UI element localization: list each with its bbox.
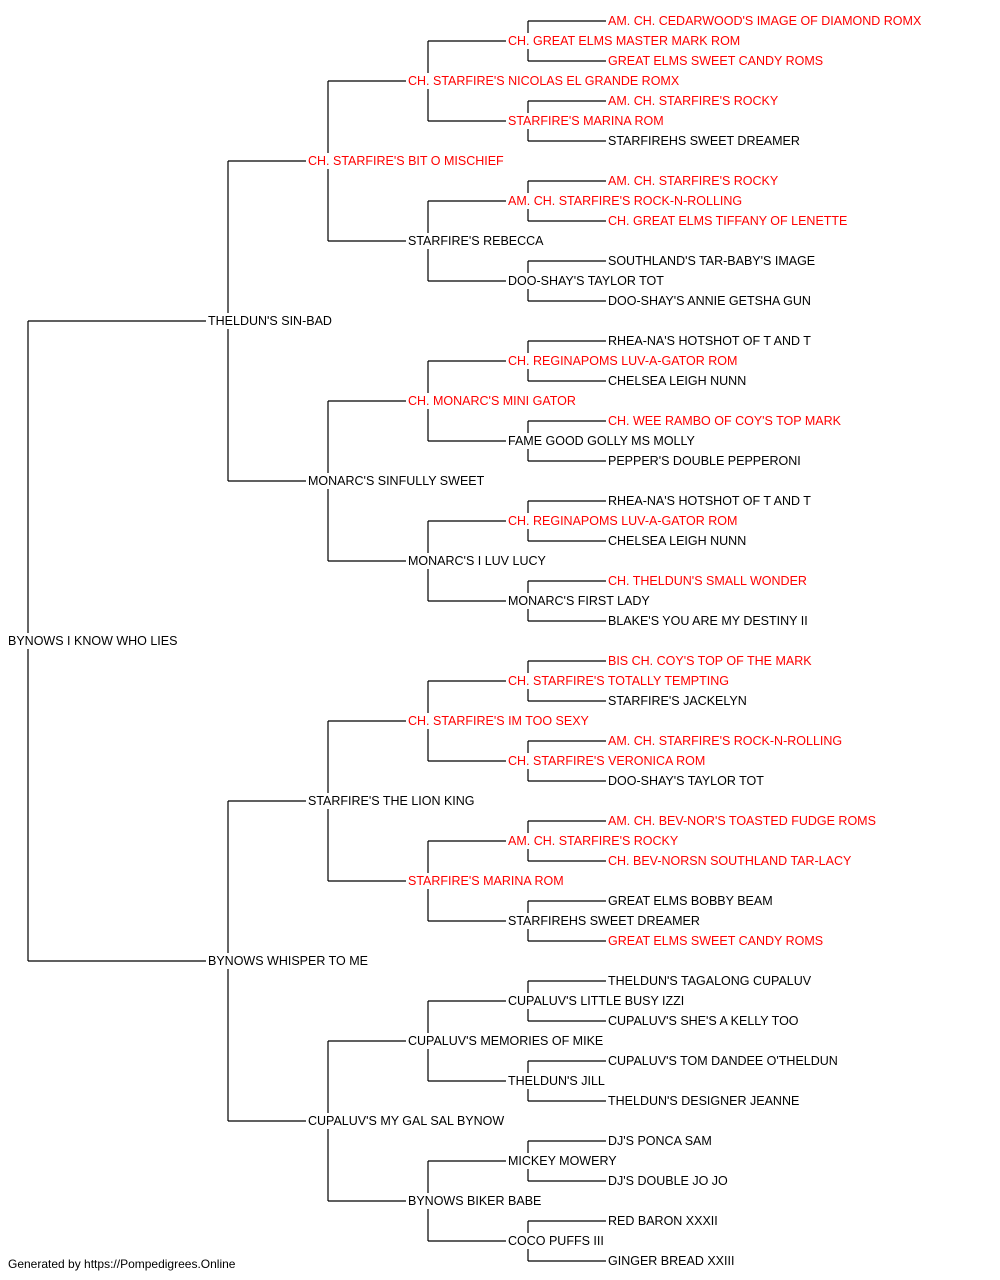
pedigree-entry-gen4: FAME GOOD GOLLY MS MOLLY [508,433,697,449]
pedigree-entry-gen5: THELDUN'S TAGALONG CUPALUV [608,973,814,989]
pedigree-entry-gen5: STARFIRE'S JACKELYN [608,693,749,709]
pedigree-entry-gen4: CH. STARFIRE'S VERONICA ROM [508,753,708,769]
pedigree-entry-gen3: CUPALUV'S MEMORIES OF MIKE [408,1033,606,1049]
pedigree-entry-gen5: AM. CH. STARFIRE'S ROCKY [608,93,781,109]
pedigree-entry-gen5: AM. CH. CEDARWOOD'S IMAGE OF DIAMOND ROM… [608,13,924,29]
pedigree-entry-gen2: CUPALUV'S MY GAL SAL BYNOW [308,1113,507,1129]
pedigree-entry-gen3: STARFIRE'S MARINA ROM [408,873,566,889]
pedigree-entry-gen5: RED BARON XXXII [608,1213,720,1229]
pedigree-entry-gen4: AM. CH. STARFIRE'S ROCKY [508,833,681,849]
pedigree-entry-gen4: CH. REGINAPOMS LUV-A-GATOR ROM [508,513,740,529]
pedigree-entry-gen5: DOO-SHAY'S ANNIE GETSHA GUN [608,293,813,309]
pedigree-entry-gen5: CH. WEE RAMBO OF COY'S TOP MARK [608,413,843,429]
pedigree-entry-gen5: CHELSEA LEIGH NUNN [608,533,749,549]
pedigree-entry-gen4: CUPALUV'S LITTLE BUSY IZZI [508,993,687,1009]
pedigree-entry-gen5: RHEA-NA'S HOTSHOT OF T AND T [608,493,813,509]
pedigree-entry-gen5: CUPALUV'S SHE'S A KELLY TOO [608,1013,801,1029]
pedigree-entry-gen5: STARFIREHS SWEET DREAMER [608,133,802,149]
pedigree-entry-gen5: GREAT ELMS SWEET CANDY ROMS [608,53,826,69]
pedigree-entry-gen4: STARFIREHS SWEET DREAMER [508,913,702,929]
pedigree-entry-gen5: GINGER BREAD XXIII [608,1253,737,1269]
pedigree-entry-gen4: MONARC'S FIRST LADY [508,593,652,609]
pedigree-entry-gen5: CUPALUV'S TOM DANDEE O'THELDUN [608,1053,840,1069]
pedigree-entry-gen4: MICKEY MOWERY [508,1153,619,1169]
pedigree-entry-gen5: AM. CH. BEV-NOR'S TOASTED FUDGE ROMS [608,813,878,829]
pedigree-entry-gen3: CH. STARFIRE'S IM TOO SEXY [408,713,591,729]
pedigree-entry-gen5: RHEA-NA'S HOTSHOT OF T AND T [608,333,813,349]
pedigree-entry-gen5: SOUTHLAND'S TAR-BABY'S IMAGE [608,253,818,269]
pedigree-entry-gen4: THELDUN'S JILL [508,1073,607,1089]
pedigree-entry-gen5: AM. CH. STARFIRE'S ROCKY [608,173,781,189]
pedigree-entry-gen0: BYNOWS I KNOW WHO LIES [8,633,180,649]
pedigree-entry-gen5: GREAT ELMS BOBBY BEAM [608,893,775,909]
pedigree-entry-gen3: BYNOWS BIKER BABE [408,1193,544,1209]
pedigree-entry-gen4: CH. REGINAPOMS LUV-A-GATOR ROM [508,353,740,369]
pedigree-entry-gen4: DOO-SHAY'S TAYLOR TOT [508,273,666,289]
pedigree-entry-gen4: AM. CH. STARFIRE'S ROCK-N-ROLLING [508,193,745,209]
pedigree-entry-gen5: CHELSEA LEIGH NUNN [608,373,749,389]
pedigree-entry-gen4: CH. STARFIRE'S TOTALLY TEMPTING [508,673,731,689]
pedigree-entry-gen1: THELDUN'S SIN-BAD [208,313,334,329]
pedigree-entry-gen3: CH. MONARC'S MINI GATOR [408,393,578,409]
pedigree-entry-gen3: STARFIRE'S REBECCA [408,233,546,249]
pedigree-entry-gen2: STARFIRE'S THE LION KING [308,793,477,809]
pedigree-entry-gen2: MONARC'S SINFULLY SWEET [308,473,487,489]
pedigree-entry-gen4: STARFIRE'S MARINA ROM [508,113,666,129]
pedigree-entry-gen3: MONARC'S I LUV LUCY [408,553,548,569]
pedigree-entry-gen5: GREAT ELMS SWEET CANDY ROMS [608,933,826,949]
pedigree-entry-gen3: CH. STARFIRE'S NICOLAS EL GRANDE ROMX [408,73,682,89]
pedigree-entry-gen5: DJ'S DOUBLE JO JO [608,1173,730,1189]
pedigree-entry-gen5: AM. CH. STARFIRE'S ROCK-N-ROLLING [608,733,845,749]
pedigree-entry-gen1: BYNOWS WHISPER TO ME [208,953,370,969]
pedigree-entry-gen5: THELDUN'S DESIGNER JEANNE [608,1093,802,1109]
pedigree-entry-gen5: BLAKE'S YOU ARE MY DESTINY II [608,613,810,629]
pedigree-entry-gen5: BIS CH. COY'S TOP OF THE MARK [608,653,814,669]
pedigree-entry-gen4: COCO PUFFS III [508,1233,606,1249]
generated-by-footer: Generated by https://Pompedigrees.Online [8,1257,236,1271]
pedigree-entry-gen5: CH. THELDUN'S SMALL WONDER [608,573,809,589]
pedigree-entry-gen5: DJ'S PONCA SAM [608,1133,714,1149]
pedigree-entry-gen5: DOO-SHAY'S TAYLOR TOT [608,773,766,789]
pedigree-entry-gen5: CH. BEV-NORSN SOUTHLAND TAR-LACY [608,853,854,869]
pedigree-entry-gen5: PEPPER'S DOUBLE PEPPERONI [608,453,803,469]
pedigree-entry-gen4: CH. GREAT ELMS MASTER MARK ROM [508,33,743,49]
pedigree-entry-gen5: CH. GREAT ELMS TIFFANY OF LENETTE [608,213,850,229]
pedigree-entry-gen2: CH. STARFIRE'S BIT O MISCHIEF [308,153,506,169]
